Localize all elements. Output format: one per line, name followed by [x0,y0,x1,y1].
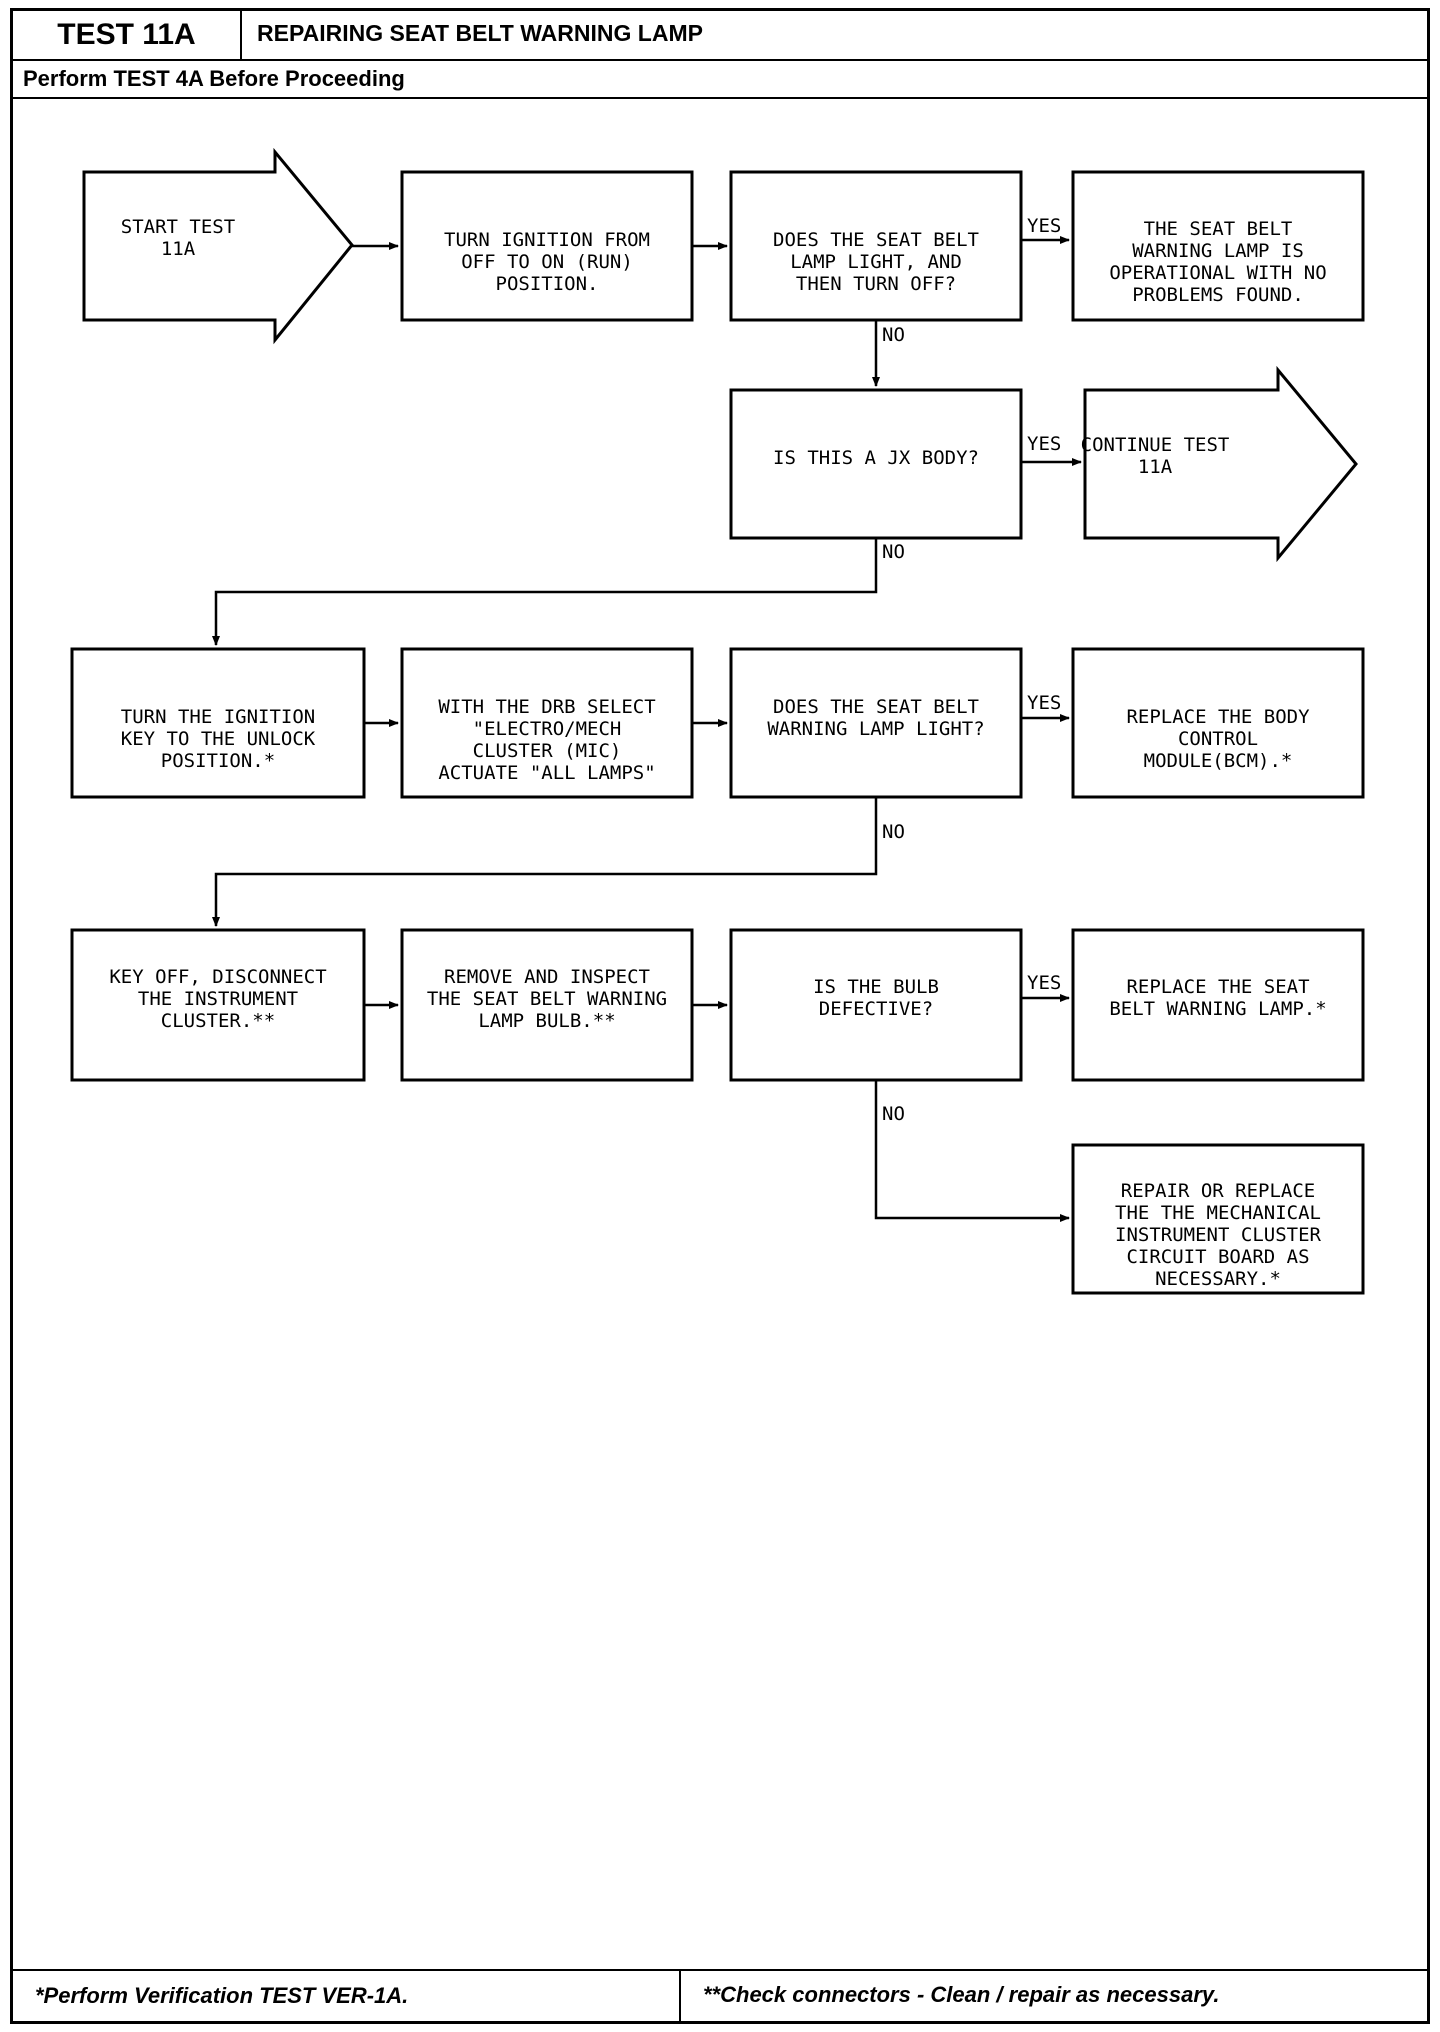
box-text-line: DOES THE SEAT BELT [773,229,979,251]
footnote-verification: *Perform Verification TEST VER-1A. [13,1971,681,2021]
box-text-line: WARNING LAMP IS [1132,240,1304,262]
no-label-3: NO [882,821,905,843]
no-label-1: NO [882,324,905,346]
connector-decision3-no [212,797,878,927]
box-text-line: REMOVE AND INSPECT [444,966,650,988]
box-text-line: ACTUATE "ALL LAMPS" [438,762,655,784]
box-text-line: LAMP BULB.** [478,1010,615,1032]
box-text-line: IS THE BULB [813,976,939,998]
box-text-line: LAMP LIGHT, AND [790,251,962,273]
test-title: REPAIRING SEAT BELT WARNING LAMP [257,20,703,46]
yes-label-4: YES [1027,972,1061,994]
box-text-line: NECESSARY.* [1155,1268,1281,1290]
box-text-line: BELT WARNING LAMP.* [1109,998,1326,1020]
box-text-line: TURN IGNITION FROM [444,229,650,251]
box-text-line: CLUSTER (MIC) [473,740,622,762]
connector-jx-no [212,538,878,646]
box-text-line: DOES THE SEAT BELT [773,696,979,718]
box-text-line: REPLACE THE BODY [1126,706,1310,728]
box-text-line: START TEST [121,216,235,238]
box-text-line: IS THIS A JX BODY? [773,447,979,469]
yes-label-2: YES [1027,433,1061,455]
box-text-line: CIRCUIT BOARD AS [1126,1246,1309,1268]
footer-row: *Perform Verification TEST VER-1A. **Che… [13,1969,1427,2021]
box-text-line: KEY OFF, DISCONNECT [109,966,326,988]
box-text-line: OFF TO ON (RUN) [461,251,633,273]
box-text-line: PROBLEMS FOUND. [1132,284,1304,306]
box-text-line: THE THE MECHANICAL [1115,1202,1321,1224]
box-text-line: WITH THE DRB SELECT [438,696,655,718]
box-text-line: "ELECTRO/MECH [473,718,622,740]
box-text-line: POSITION. [496,273,599,295]
box-text-line: CONTROL [1178,728,1258,750]
no-label-4: NO [882,1103,905,1125]
prerequisite-note: Perform TEST 4A Before Proceeding [23,66,405,91]
box-text-line: WARNING LAMP LIGHT? [767,718,984,740]
header-row: TEST 11A REPAIRING SEAT BELT WARNING LAM… [13,11,1427,61]
box-text-line: INSTRUMENT CLUSTER [1115,1224,1321,1246]
box-text-line: CLUSTER.** [161,1010,275,1032]
box-text-line: THEN TURN OFF? [796,273,956,295]
diagnostic-test-sheet: TEST 11A REPAIRING SEAT BELT WARNING LAM… [10,8,1430,2024]
box-text-line: POSITION.* [161,750,275,772]
box-text-line: TURN THE IGNITION [121,706,315,728]
connector-decision4-no [874,1080,1070,1222]
yes-label-1: YES [1027,215,1061,237]
box-text-line: 11A [161,238,196,260]
yes-label-3: YES [1027,692,1061,714]
box-text-line: THE SEAT BELT [1144,218,1293,240]
decision-jx-body-text: IS THIS A JX BODY? [773,447,979,469]
decision-jx-body: IS THIS A JX BODY? [729,388,1023,540]
box-text-line: THE SEAT BELT WARNING [427,988,667,1010]
box-text-line: MODULE(BCM).* [1144,750,1293,772]
box-text-line: REPLACE THE SEAT [1126,976,1309,998]
box-text-line: DEFECTIVE? [819,998,933,1020]
box-text-line: OPERATIONAL WITH NO [1109,262,1326,284]
box-text-line: CONTINUE TEST [1081,434,1230,456]
test-id: TEST 11A [13,11,242,59]
box-text-line: THE INSTRUMENT [138,988,298,1010]
box-text-line: 11A [1138,456,1173,478]
footnote-connectors: **Check connectors - Clean / repair as n… [703,1982,1220,2007]
no-label-2: NO [882,541,905,563]
prerequisite-row: Perform TEST 4A Before Proceeding [13,61,1427,99]
box-text-line: REPAIR OR REPLACE [1121,1180,1315,1202]
box-text-line: KEY TO THE UNLOCK [121,728,316,750]
